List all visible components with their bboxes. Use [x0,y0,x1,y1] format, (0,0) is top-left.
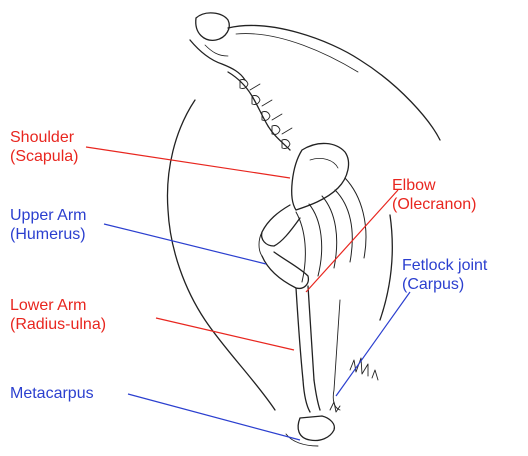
metacarpus-label: Metacarpus [10,384,94,403]
chest-outline [167,100,275,410]
elbow-label-bone: (Olecranon) [392,195,476,214]
second-leg-outline [333,300,340,410]
radius-ulna [262,252,308,288]
lower-arm-label-bone: (Radius-ulna) [10,315,106,334]
belly-outline [380,215,392,320]
neck-vertebrae [228,72,290,150]
metacarpus-pointer-line [128,394,300,440]
scapula [292,143,349,210]
upper-arm-pointer-line [104,224,266,264]
metacarpus-bone [303,380,320,412]
elbow-label-name: Elbow [392,176,476,195]
grass [330,358,378,412]
hoof [298,416,334,441]
skull [196,13,229,40]
body-outline [228,26,440,140]
upper-arm-label: Upper Arm (Humerus) [10,206,86,244]
shoulder-label-bone: (Scapula) [10,147,78,166]
fetlock-label: Fetlock joint (Carpus) [402,256,487,294]
upper-arm-label-bone: (Humerus) [10,225,86,244]
lower-arm-label: Lower Arm (Radius-ulna) [10,296,106,334]
fetlock-label-name: Fetlock joint [402,256,487,275]
fetlock-label-bone: (Carpus) [402,275,487,294]
fetlock-pointer-line [336,292,410,396]
humerus [262,205,300,246]
shoulder-label-name: Shoulder [10,128,78,147]
lower-arm-label-name: Lower Arm [10,296,106,315]
shoulder-pointer-line [86,147,290,178]
metacarpus-label-name: Metacarpus [10,384,94,403]
lower-arm-pointer-line [156,318,294,350]
elbow-pointer-line [306,190,398,292]
upper-arm-label-name: Upper Arm [10,206,86,225]
elbow-label: Elbow (Olecranon) [392,176,476,214]
shoulder-label: Shoulder (Scapula) [10,128,78,166]
